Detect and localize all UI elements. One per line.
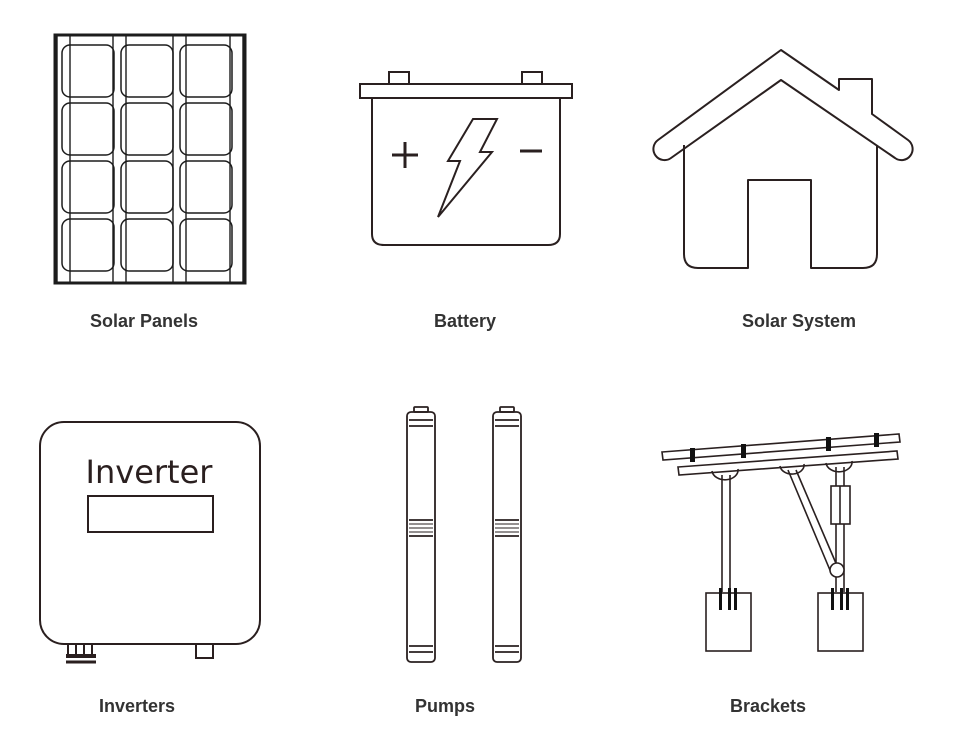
category-solar-panels[interactable]: Solar Panels xyxy=(0,0,300,360)
category-battery[interactable]: Battery xyxy=(330,0,630,360)
category-inverters[interactable]: Inverter Inverters xyxy=(0,390,300,736)
category-label: Solar System xyxy=(741,311,857,331)
category-label: Brackets xyxy=(729,696,807,716)
pump-icon xyxy=(406,406,522,663)
house-icon xyxy=(652,49,914,269)
category-brackets[interactable]: Brackets xyxy=(640,390,940,736)
solar-panel-icon xyxy=(53,33,247,285)
inverter-screen-text: Inverter xyxy=(86,453,214,491)
category-label: Battery xyxy=(433,311,497,331)
category-pumps[interactable]: Pumps xyxy=(330,390,630,736)
inverter-icon: Inverter xyxy=(39,421,261,664)
category-label: Pumps xyxy=(414,696,476,716)
bracket-icon xyxy=(661,433,901,652)
battery-icon xyxy=(359,71,573,246)
category-solar-system[interactable]: Solar System xyxy=(640,0,940,360)
category-label: Inverters xyxy=(98,696,176,716)
category-label: Solar Panels xyxy=(89,311,199,331)
